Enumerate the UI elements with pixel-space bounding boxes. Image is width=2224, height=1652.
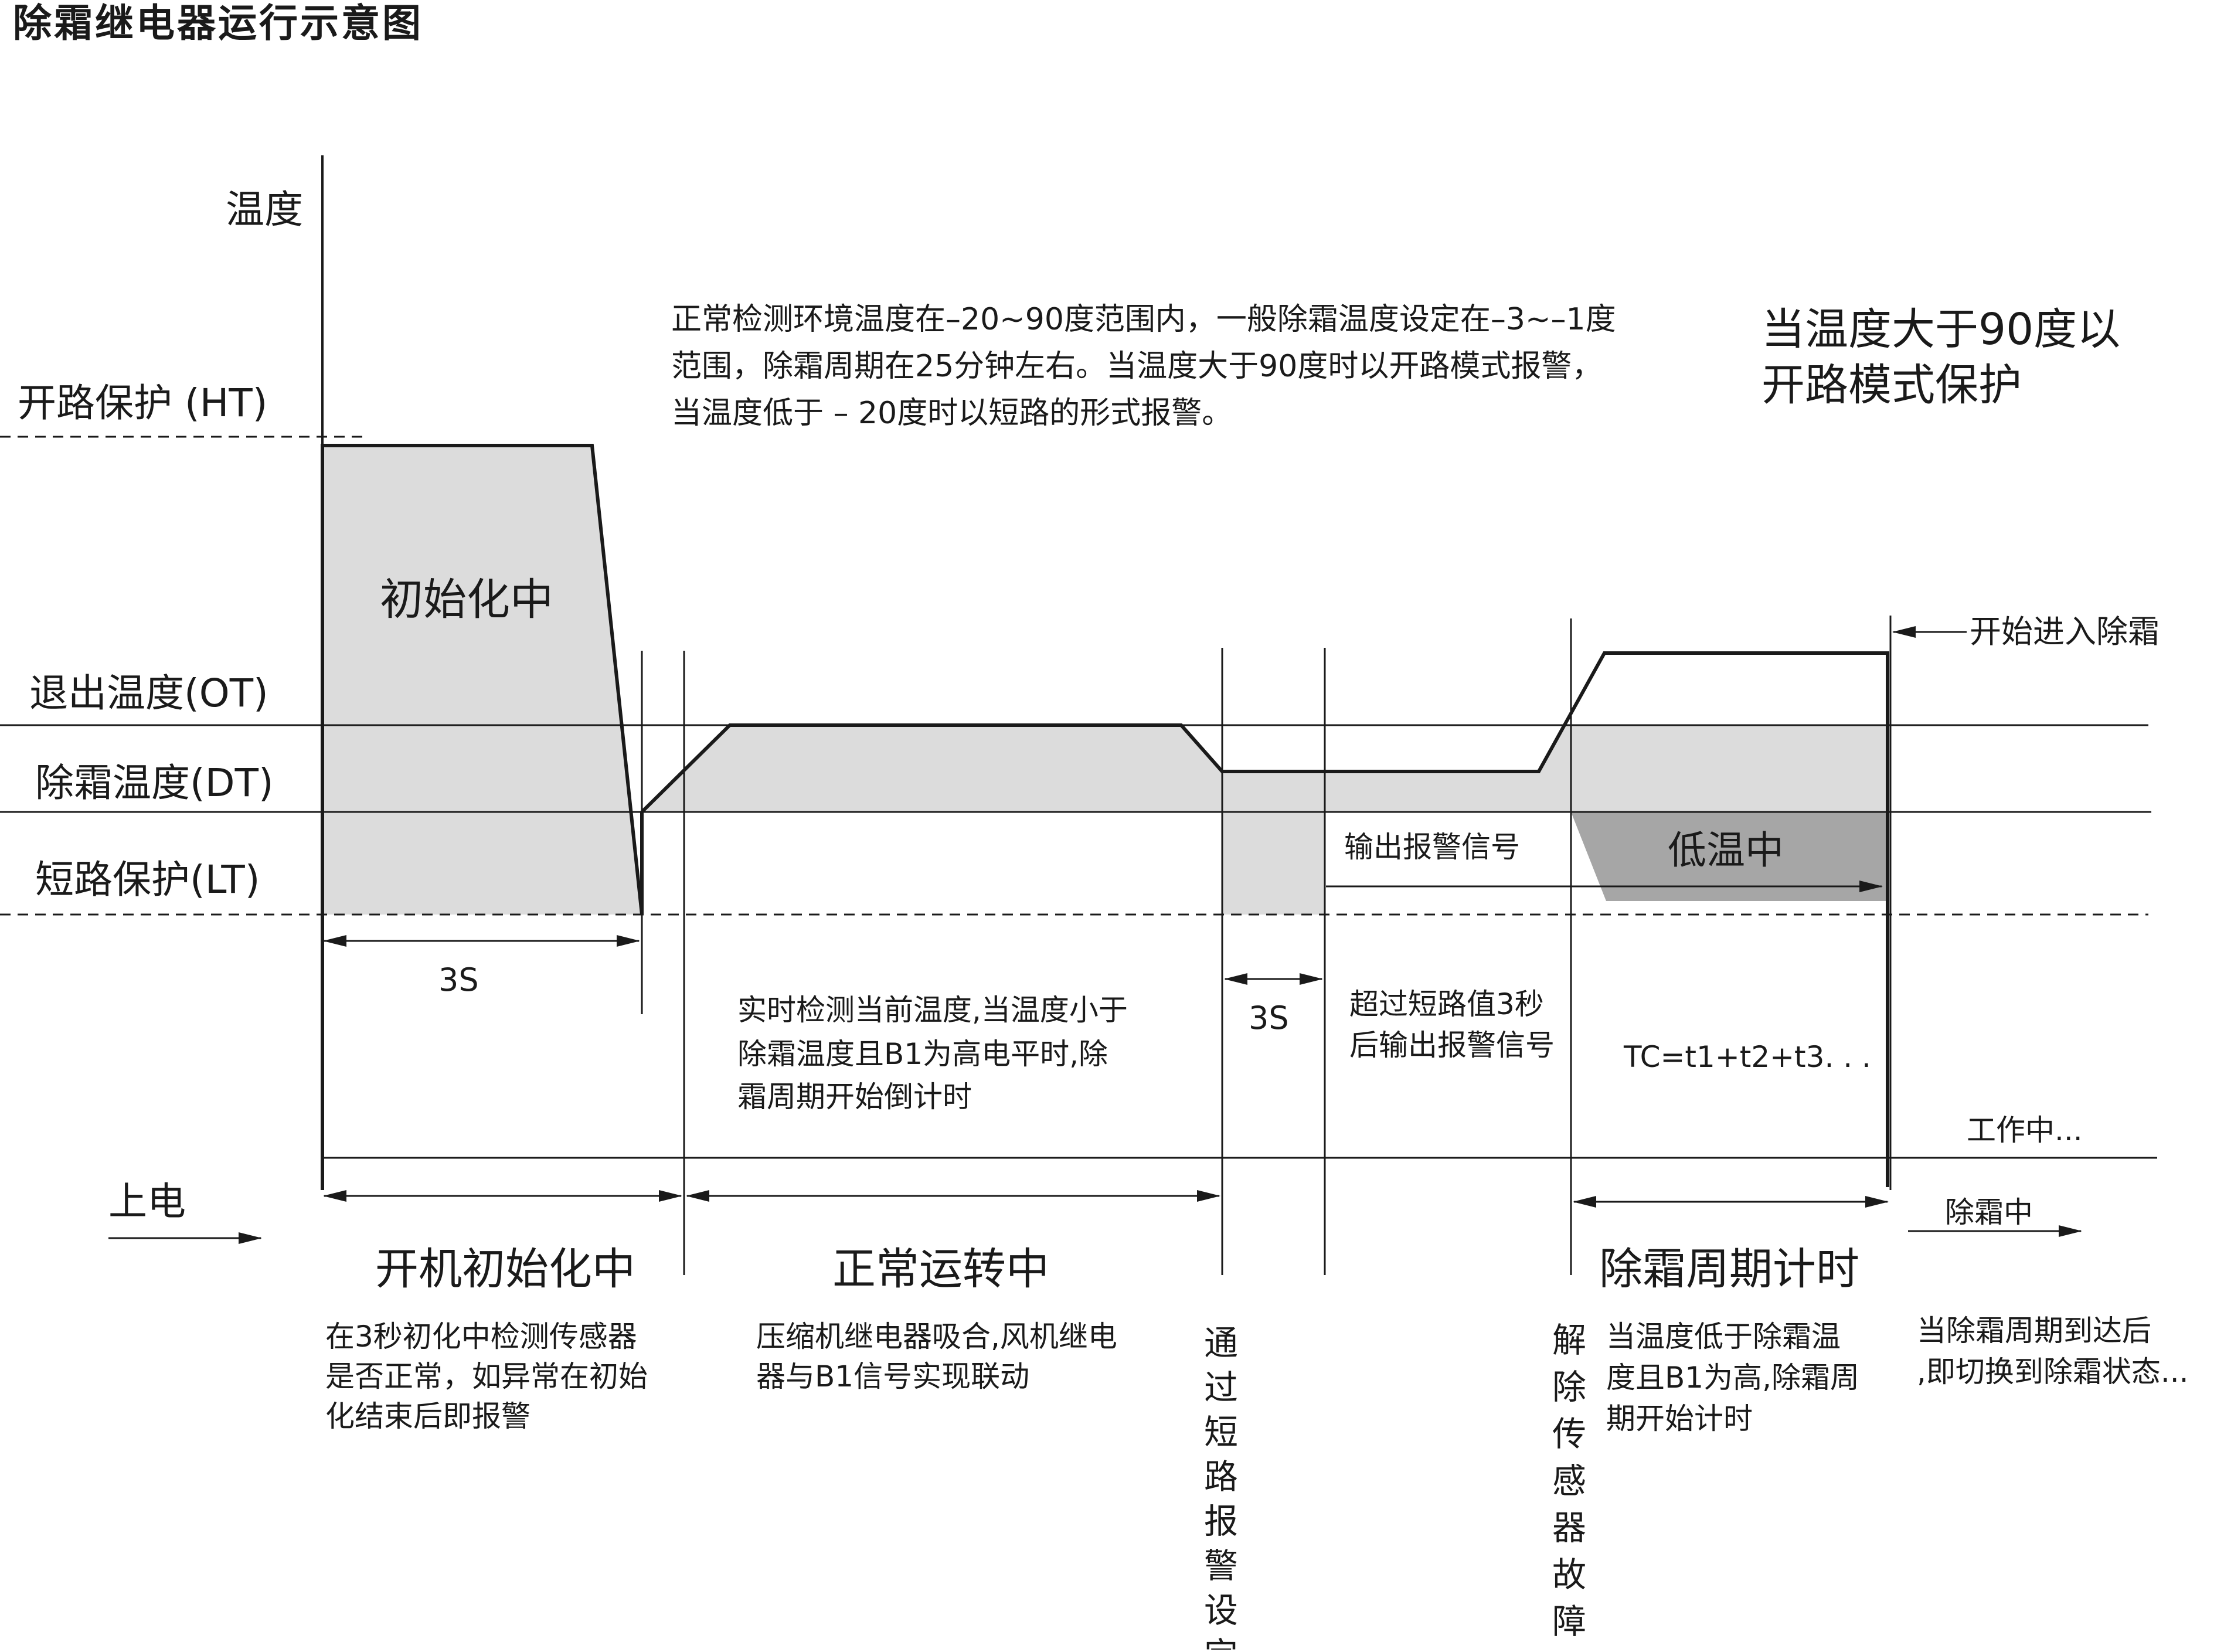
measure-arrows <box>108 626 2082 1244</box>
level-label-ht: 开路保护 (HT) <box>18 380 267 426</box>
desc-init-line-2: 是否正常，如异常在初始 <box>325 1359 648 1393</box>
y-axis-label: 温度 <box>226 187 303 232</box>
start-defrost-label: 开始进入除霜 <box>1970 613 2160 650</box>
level-label-ot: 退出温度(OT) <box>29 671 268 716</box>
realtime-line-3: 霜周期开始倒计时 <box>737 1080 972 1114</box>
exceed-line-2: 后输出报警信号 <box>1349 1028 1555 1062</box>
low-temp-label: 低温中 <box>1668 828 1784 873</box>
desc-normal-line-1: 压缩机继电器吸合,风机继电 <box>756 1320 1117 1354</box>
exceed-note: 超过短路值3秒 后输出报警信号 <box>1349 987 1555 1062</box>
exceed-line-1: 超过短路值3秒 <box>1349 987 1544 1021</box>
desc-init-line-1: 在3秒初化中检测传感器 <box>325 1320 637 1354</box>
desc-cycle-line-3: 期开始计时 <box>1606 1402 1753 1436</box>
phase-dividers <box>641 616 1892 1275</box>
desc-defrost: 当除霜周期到达后 ,即切换到除霜状态... <box>1917 1314 2189 1389</box>
phase-label-normal: 正常运转中 <box>832 1244 1049 1294</box>
tc-formula: TC=t1+t2+t3. . . <box>1623 1040 1871 1074</box>
desc-cycle: 当温度低于除霜温 度且B1为高,除霜周 期开始计时 <box>1606 1320 1859 1436</box>
init-area-label: 初始化中 <box>380 575 553 625</box>
output-alarm-label: 输出报警信号 <box>1344 830 1520 864</box>
three-s-short-label: 3S <box>1249 1000 1289 1036</box>
open-protect-line-1: 当温度大于90度以 <box>1761 304 2120 355</box>
desc-normal: 压缩机继电器吸合,风机继电 器与B1信号实现联动 <box>756 1320 1117 1393</box>
x-axis-label: 上电 <box>108 1179 186 1224</box>
open-protect-line-2: 开路模式保护 <box>1761 360 2022 410</box>
shaded-regions <box>322 446 1888 915</box>
temperature-curve <box>321 444 1889 1190</box>
desc-clear-fault-vertical: 解除传感器故障 <box>1546 1322 1586 1650</box>
three-s-init-label: 3S <box>438 961 479 998</box>
phase-label-init: 开机初始化中 <box>375 1244 635 1294</box>
desc-cycle-line-2: 度且B1为高,除霜周 <box>1606 1361 1859 1395</box>
level-label-lt: 短路保护(LT) <box>35 857 260 902</box>
desc-init-line-3: 化结束后即报警 <box>325 1399 531 1433</box>
normal-fill <box>642 725 1222 812</box>
working-label: 工作中... <box>1967 1113 2083 1147</box>
fault-fill <box>1325 725 1888 812</box>
diagram-title: 除霜继电器运行示意图 <box>13 1 423 46</box>
desc-normal-line-2: 器与B1信号实现联动 <box>756 1359 1029 1393</box>
level-label-dt: 除霜温度(DT) <box>35 760 274 805</box>
top-note-line-3: 当温度低于 – 20度时以短路的形式报警。 <box>671 396 1232 431</box>
realtime-line-1: 实时检测当前温度,当温度小于 <box>737 993 1128 1027</box>
low-temp-fill <box>1571 812 1888 901</box>
realtime-line-2: 除霜温度且B1为高电平时,除 <box>737 1037 1108 1071</box>
realtime-note: 实时检测当前温度,当温度小于 除霜温度且B1为高电平时,除 霜周期开始倒计时 <box>737 993 1128 1114</box>
top-note-line-2: 范围，除霜周期在25分钟左右。当温度大于90度时以开路模式报警， <box>671 349 1602 384</box>
phase-label-cycle: 除霜周期计时 <box>1599 1244 1859 1294</box>
desc-cycle-line-1: 当温度低于除霜温 <box>1606 1320 1841 1354</box>
top-note: 正常检测环境温度在–20~90度范围内，一般除霜温度设定在–3~–1度 范围，除… <box>671 302 1616 431</box>
short-alarm-fill <box>1222 771 1325 915</box>
desc-defrost-line-1: 当除霜周期到达后 <box>1917 1314 2151 1348</box>
init-fill <box>322 446 642 915</box>
desc-short-alarm-vertical: 通过短路报警设定 <box>1198 1325 1238 1650</box>
top-note-line-1: 正常检测环境温度在–20~90度范围内，一般除霜温度设定在–3~–1度 <box>671 302 1616 337</box>
desc-init: 在3秒初化中检测传感器 是否正常，如异常在初始 化结束后即报警 <box>325 1320 648 1433</box>
defrosting-label: 除霜中 <box>1945 1195 2033 1229</box>
desc-defrost-line-2: ,即切换到除霜状态... <box>1917 1355 2189 1389</box>
